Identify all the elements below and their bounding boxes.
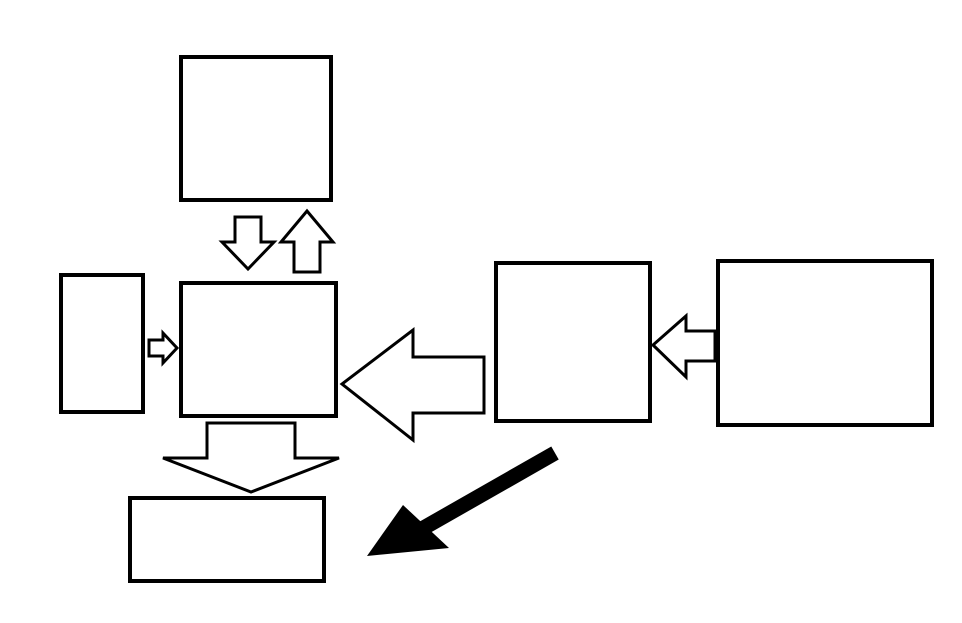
left-arrow-right-middle-to-center (339, 326, 486, 444)
far-right-box (716, 259, 934, 427)
left-box (59, 273, 145, 414)
down-arrow-center-to-bottom (162, 421, 340, 494)
right-middle-box (494, 261, 652, 423)
diagonal-arrow-to-bottom (367, 505, 449, 556)
outline-arrows (147, 208, 717, 494)
center-box (179, 281, 338, 418)
right-arrow-left-to-center (147, 329, 180, 367)
up-arrow-center-to-top (277, 208, 337, 274)
left-arrow-far-right-to-right-middle (650, 312, 717, 381)
bottom-box (128, 496, 326, 583)
diagonal-arrow-shaft (416, 446, 559, 537)
top-box (179, 55, 333, 202)
down-arrow-top-to-center (218, 215, 278, 272)
boxes (59, 55, 934, 583)
solid-arrows (367, 446, 559, 556)
